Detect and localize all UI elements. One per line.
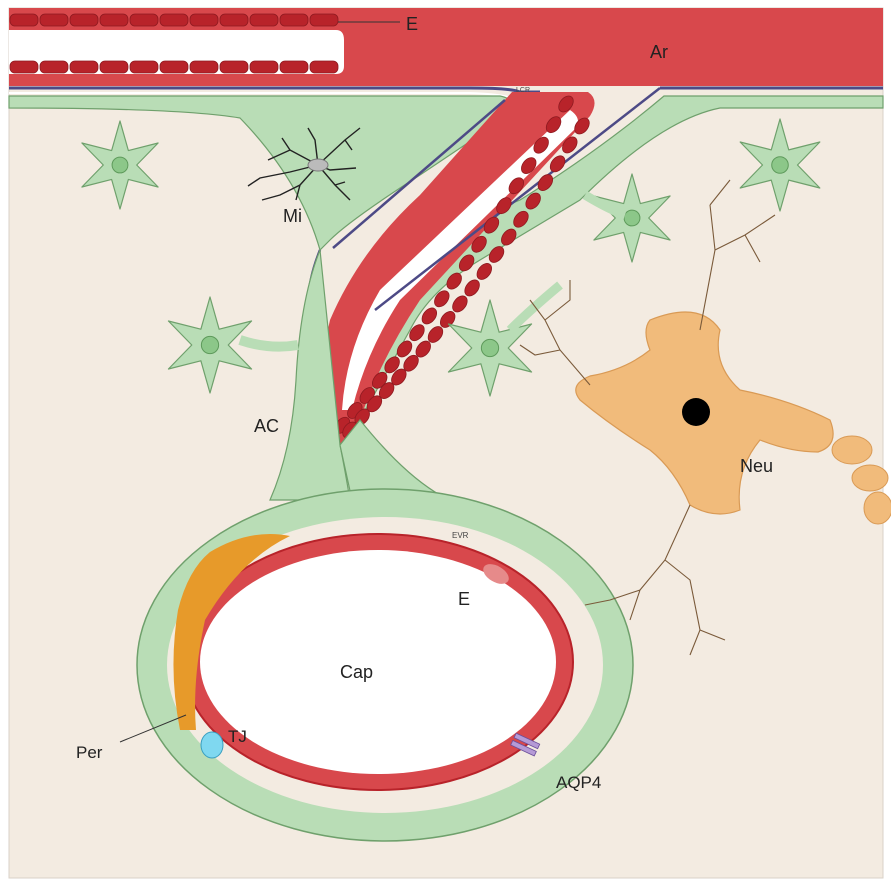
- endothelial-cell: [250, 14, 278, 26]
- endothelial-cell: [160, 14, 188, 26]
- label-artery: Ar: [650, 42, 668, 62]
- endothelial-cell: [130, 14, 158, 26]
- endothelial-cell: [280, 14, 308, 26]
- endothelial-cell: [160, 61, 188, 73]
- label-endothelium-top: E: [406, 14, 418, 34]
- label-astrocyte: AC: [254, 416, 279, 436]
- endothelial-cell: [10, 61, 38, 73]
- endothelial-cell: [280, 61, 308, 73]
- label-endothelium-cap: E: [458, 589, 470, 609]
- label-evr: EVR: [452, 531, 469, 540]
- label-capillary: Cap: [340, 662, 373, 682]
- label-pericyte: Per: [76, 743, 103, 762]
- endothelial-cell: [250, 61, 278, 73]
- label-lcr: LCR: [516, 87, 530, 94]
- label-microglia: Mi: [283, 206, 302, 226]
- endothelial-cell: [40, 61, 68, 73]
- endothelial-cell: [190, 14, 218, 26]
- endothelial-cell: [310, 14, 338, 26]
- endothelial-cell: [10, 14, 38, 26]
- endothelial-cell: [70, 61, 98, 73]
- endothelial-cell: [190, 61, 218, 73]
- endothelial-cell: [130, 61, 158, 73]
- label-aqp4: AQP4: [556, 773, 601, 792]
- endothelial-cell: [100, 14, 128, 26]
- endothelial-cell: [70, 14, 98, 26]
- endothelial-cell: [100, 61, 128, 73]
- label-tight-junction: TJ: [228, 727, 247, 746]
- endothelial-cell: [310, 61, 338, 73]
- endothelial-cells-row-bottom: [10, 61, 338, 73]
- neuron-nucleus: [682, 398, 710, 426]
- endothelial-cells-row-top: [10, 14, 338, 26]
- endothelial-cell: [220, 61, 248, 73]
- endothelial-cell: [220, 14, 248, 26]
- tight-junction: [201, 732, 223, 758]
- endothelial-cell: [40, 14, 68, 26]
- label-neuron: Neu: [740, 456, 773, 476]
